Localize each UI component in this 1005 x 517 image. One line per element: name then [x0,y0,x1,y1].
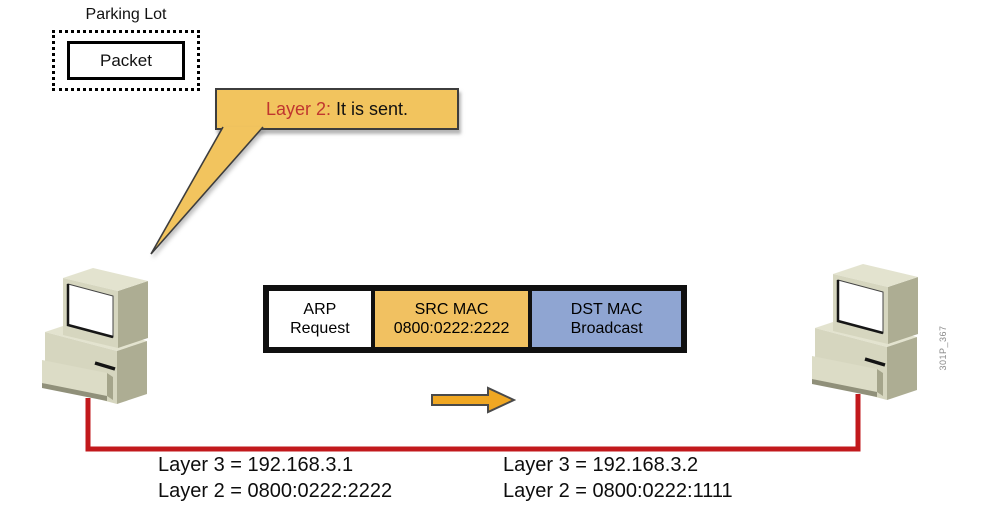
packet-box: Packet [67,41,185,80]
frame-field-label: DST MAC [570,301,643,318]
frame-field-value: 0800:0222:2222 [393,320,510,337]
callout-tail [150,126,264,255]
computer-icon-right-host [812,262,920,402]
parking-lot-label: Parking Lot [85,6,167,23]
left-host-address-label: Layer 3 = 192.168.3.1 Layer 2 = 0800:022… [158,452,392,504]
frame-field-label: SRC MAC [414,301,489,318]
right-host-layer2: Layer 2 = 0800:0222:1111 [503,480,733,502]
layer2-callout-bubble: Layer 2: It is sent. [215,88,459,130]
callout-prefix: Layer 2: [265,98,331,119]
computer-icon-left-host [42,268,148,404]
left-host-layer3: Layer 3 = 192.168.3.1 [158,454,354,476]
desktop-computer-shape [42,268,148,404]
right-arrow-icon [431,386,516,414]
callout-message: It is sent. [331,98,409,119]
frame-field-dst-mac: DST MAC Broadcast [531,290,682,348]
right-host-layer3: Layer 3 = 192.168.3.2 [503,454,699,476]
frame-field-arp-request: ARP Request [268,290,372,348]
frame-field-label: ARP [303,301,337,318]
red-cable-line [85,394,861,452]
callout-tail-shape [150,126,264,255]
right-host-address-label: Layer 3 = 192.168.3.2 Layer 2 = 0800:022… [503,452,733,504]
arrow-shape [431,386,516,414]
figure-id-watermark: 301P_367 [938,325,948,371]
frame-field-src-mac: SRC MAC 0800:0222:2222 [373,290,530,348]
left-host-layer2: Layer 2 = 0800:0222:2222 [158,480,393,502]
frame-field-value: Request [290,320,350,337]
parking-lot-dotted-box: Packet [52,30,200,91]
ethernet-frame: ARP Request SRC MAC 0800:0222:2222 DST M… [263,285,687,353]
frame-field-value: Broadcast [570,320,643,337]
parking-lot-group: Parking Lot Packet [52,6,200,91]
